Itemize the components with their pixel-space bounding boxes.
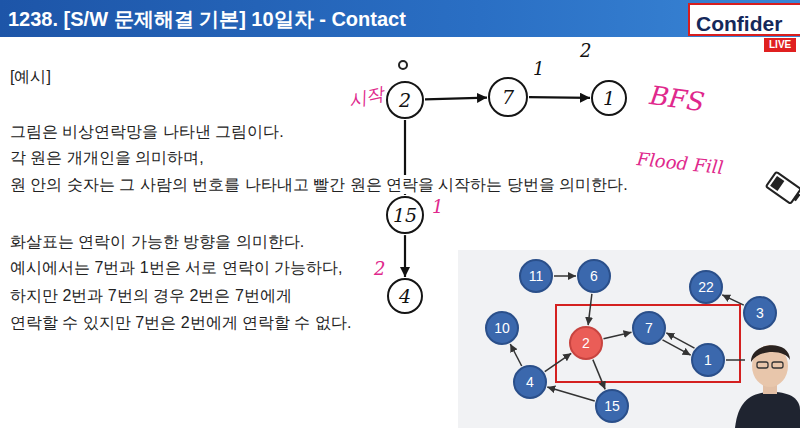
- pen-note: Flood Fill: [636, 148, 725, 179]
- node-number: 7: [502, 88, 514, 107]
- node-number: 4: [399, 287, 411, 306]
- body-text: 예시에서는 7번과 1번은 서로 연락이 가능하다,: [10, 258, 342, 277]
- logo-text: Confider: [696, 11, 782, 36]
- highlight-box: [556, 305, 740, 382]
- contact-arrow: [666, 333, 694, 348]
- battery-icon: [766, 172, 800, 206]
- body-text: 하지만 2번과 7번의 경우 2번은 7번에게: [10, 286, 292, 305]
- contact-arrow: [722, 295, 744, 305]
- contact-arrow: [593, 360, 605, 390]
- node-number: 1: [603, 89, 615, 108]
- node-number: 3: [756, 306, 764, 320]
- sketch-arrow: [404, 235, 406, 277]
- node-number: 2: [582, 336, 590, 350]
- offscreen-wire: [726, 359, 745, 361]
- person-circle: 15: [595, 389, 629, 423]
- bfs-level: 1: [432, 196, 443, 218]
- page-title: 1238. [S/W 문제해결 기본] 10일차 - Contact: [8, 7, 406, 31]
- node-number: 10: [494, 321, 510, 335]
- contact-arrow: [604, 332, 632, 339]
- contact-arrow: [547, 387, 594, 401]
- person-circle: 1: [691, 343, 725, 377]
- contact-arrow: [545, 353, 571, 371]
- node-number: 15: [393, 206, 417, 225]
- section-heading: [예시]: [10, 67, 51, 86]
- node-number: 1: [704, 353, 712, 367]
- node-number: 2: [399, 91, 411, 110]
- pen-note: BFS: [648, 80, 707, 119]
- contact-arrow: [554, 275, 576, 277]
- body-text: 원 안의 숫자는 그 사람의 번호를 나타내고 빨간 원은 연락을 시작하는 당…: [10, 175, 628, 194]
- person-circle: 11: [519, 259, 553, 293]
- channel-logo: Confider: [688, 3, 800, 36]
- live-badge: LIVE: [764, 38, 796, 52]
- bfs-level: 1: [533, 58, 544, 80]
- body-text: 화살표는 연락이 가능한 방향을 의미한다.: [10, 232, 304, 251]
- person-circle: 3: [743, 296, 777, 330]
- contact-arrow: [510, 344, 521, 366]
- node-number: 4: [526, 375, 534, 389]
- start-person-circle: 2: [569, 326, 603, 360]
- person-circle: 4: [513, 365, 547, 399]
- person-circle: 7: [632, 311, 666, 345]
- body-text: 연락할 수 있지만 7번은 2번에게 연락할 수 없다.: [10, 313, 351, 332]
- sketch-circle: 1: [591, 80, 627, 116]
- contact-arrow: [662, 340, 690, 355]
- contact-arrow: [588, 294, 592, 325]
- node-number: 7: [645, 321, 653, 335]
- person-circle: 10: [485, 311, 519, 345]
- node-number: 6: [590, 269, 598, 283]
- person-circle: 22: [689, 270, 723, 304]
- pen-dot: [399, 61, 407, 69]
- sketch-circle: 4: [387, 278, 423, 314]
- sketch-circle: 15: [386, 196, 424, 234]
- body-text: 그림은 비상연락망을 나타낸 그림이다.: [10, 122, 284, 141]
- node-number: 22: [698, 280, 714, 294]
- bfs-level: 2: [580, 40, 591, 62]
- node-number: 15: [604, 399, 620, 413]
- node-number: 11: [529, 269, 544, 283]
- sketch-circle: 2: [386, 81, 424, 119]
- presenter: [735, 345, 800, 428]
- bfs-level: 2: [374, 258, 385, 280]
- person-circle: 6: [577, 259, 611, 293]
- sketch-arrow: [425, 98, 487, 100]
- sketch-arrow: [529, 96, 590, 99]
- body-text: 각 원은 개개인을 의미하며,: [10, 148, 204, 167]
- sketch-circle: 7: [488, 77, 528, 117]
- pen-note: 시작: [346, 83, 386, 112]
